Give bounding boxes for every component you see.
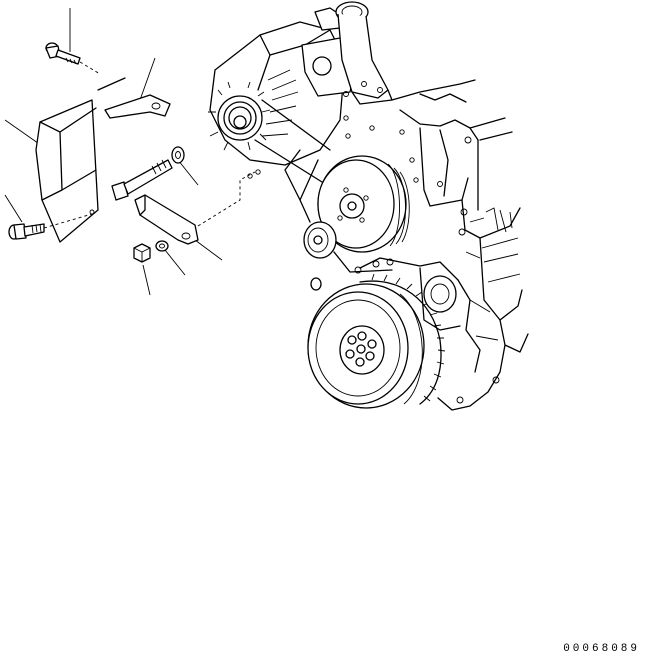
fan-belt (254, 99, 393, 273)
water-pump-pulley (317, 155, 410, 253)
cover-bolt-top (45, 42, 101, 75)
cover-bolt-left (8, 213, 93, 240)
leader-bracket-upper (139, 57, 156, 101)
alternator (208, 7, 356, 166)
leader-lines (4, 8, 223, 296)
bracket-lower (134, 171, 256, 245)
front-cover (310, 217, 499, 373)
thermostat-housing (335, 1, 393, 105)
leader-nut (142, 264, 151, 296)
washer-upper (171, 146, 185, 164)
crankshaft-damper (307, 283, 425, 409)
leader-washer-upper (177, 159, 199, 186)
idler-pulley (284, 149, 337, 259)
engine-bolts (247, 115, 419, 183)
nut (133, 243, 151, 263)
long-bolt (111, 159, 173, 201)
leader-washer-lower (164, 249, 186, 276)
leader-bolt-left (4, 194, 23, 223)
tone-wheel (359, 273, 446, 405)
drawing-number: 00068089 (563, 643, 640, 655)
alternator-cover (35, 99, 99, 243)
leader-bracket-lower (194, 239, 223, 261)
engine-block (391, 79, 529, 411)
bracket-upper (97, 77, 171, 119)
washer-lower (155, 240, 169, 252)
